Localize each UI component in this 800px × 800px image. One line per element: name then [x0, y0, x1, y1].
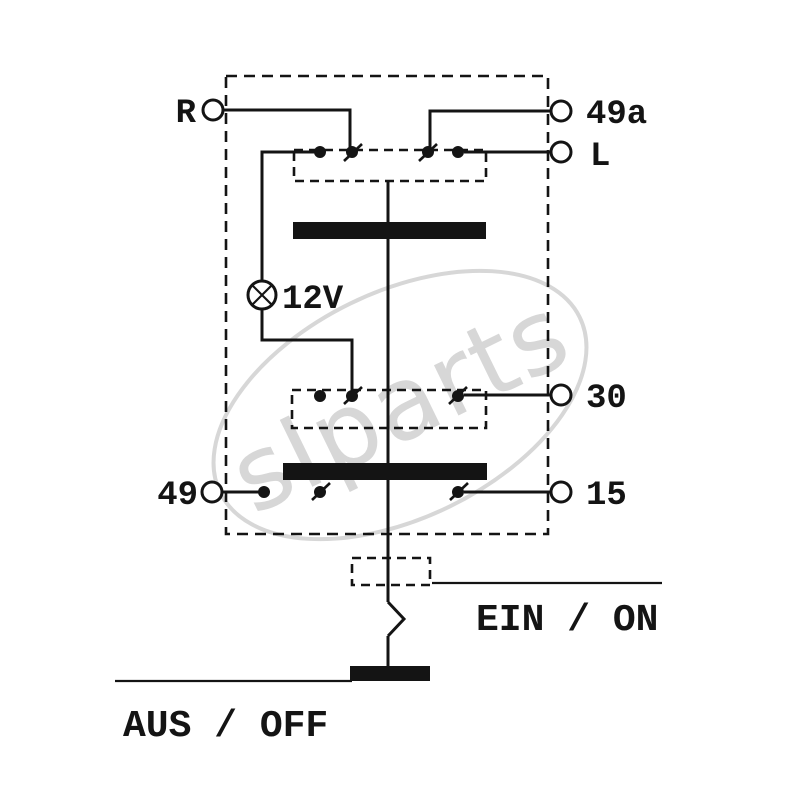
terminal-r-circle	[201, 98, 225, 122]
actuator-bar	[350, 666, 430, 681]
lamp-voltage-label: 12V	[282, 281, 344, 319]
contact-blade	[449, 482, 469, 501]
off-state-label: AUS / OFF	[123, 705, 328, 748]
wire-lamp-return	[260, 309, 354, 391]
terminal-l-label: L	[590, 138, 610, 176]
contact-dot	[314, 390, 326, 402]
terminal-49-circle	[200, 480, 224, 504]
contact-dot	[314, 146, 326, 158]
terminal-49a-label: 49a	[586, 96, 647, 134]
lamp-symbol	[246, 279, 278, 311]
terminal-l-circle	[549, 140, 573, 164]
contact-blade	[448, 386, 468, 405]
contact-blade	[343, 143, 363, 162]
contact-dot	[258, 486, 270, 498]
contact-bar-bottom	[283, 463, 487, 480]
contact-blade	[311, 482, 331, 501]
switch-chevron	[386, 600, 407, 638]
contact-blade	[343, 386, 363, 405]
actuator-box	[350, 556, 432, 587]
contact-dot	[452, 146, 464, 158]
contact-blade	[418, 143, 438, 162]
terminal-30-label: 30	[586, 380, 627, 418]
on-state-label: EIN / ON	[476, 599, 658, 642]
wire-terminal-49a	[428, 109, 551, 147]
wire-lamp-feed	[260, 150, 317, 281]
terminal-r-label: R	[176, 95, 197, 133]
wire-terminal-r	[223, 108, 352, 147]
terminal-30-circle	[549, 383, 573, 407]
terminal-49-label: 49	[157, 477, 198, 515]
watermark-text: sIparts	[213, 273, 588, 538]
terminal-49a-circle	[549, 99, 573, 123]
upper-contact-box	[292, 148, 488, 183]
terminal-15-circle	[549, 480, 573, 504]
terminal-15-label: 15	[586, 477, 627, 515]
